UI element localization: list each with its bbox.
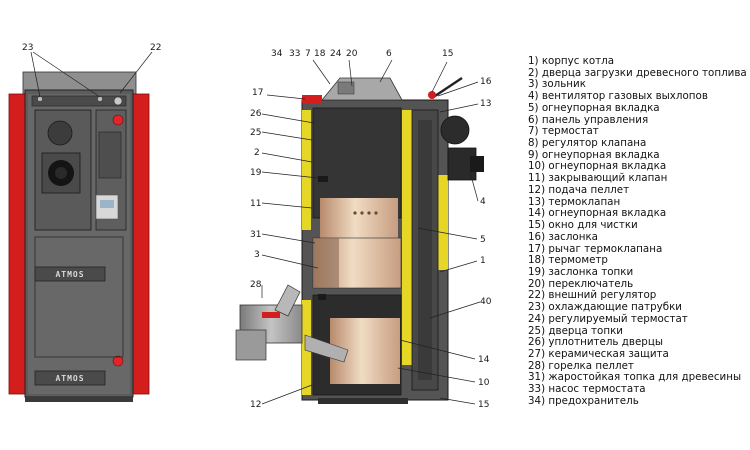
legend-item: 9) огнеупорная вкладка (528, 148, 660, 161)
front-control-strip (31, 95, 127, 107)
section-callout-15-bottom: 15 (478, 400, 489, 410)
section-burner-tube (304, 334, 349, 363)
section-callout-4: 4 (480, 197, 486, 207)
section-callout-19: 19 (250, 168, 262, 178)
section-callout-20: 20 (346, 49, 358, 59)
section-door-handle-lower-icon (318, 294, 326, 300)
front-cooling-pipe-icon (37, 96, 43, 102)
section-callout-7: 7 (305, 49, 311, 59)
legend-item: 7) термостат (528, 125, 599, 138)
section-callout-17: 17 (252, 88, 263, 98)
section-lever (431, 77, 463, 99)
legend-item: 31) жаростойкая топка для древесины (528, 371, 742, 384)
front-brand-plate-lower (34, 370, 106, 386)
legend-item: 34) предохранитель (528, 394, 639, 407)
legend-item: 2) дверца загрузки древесного топлива (528, 66, 747, 79)
section-pellet-chute (274, 284, 301, 317)
front-brand-label-upper: ATMOS (55, 270, 84, 279)
legend-item: 5) огнеупорная вкладка (528, 101, 660, 114)
section-callout-12: 12 (250, 400, 261, 410)
section-callout-5: 5 (480, 235, 486, 245)
section-callout-34: 34 (271, 49, 283, 59)
section-callout-3: 3 (254, 250, 260, 260)
front-sight-hole-icon (47, 120, 73, 146)
front-burner-port-inner-icon (55, 167, 67, 179)
section-ceramic-upper (320, 198, 398, 238)
front-red-panel-right (130, 93, 150, 395)
legend-item: 25) дверца топки (528, 324, 623, 337)
legend-item: 22) внешний регулятор (528, 289, 657, 302)
legend-item: 28) горелка пеллет (528, 359, 634, 372)
section-fan-motor-icon (470, 156, 484, 172)
section-callout-25: 25 (250, 128, 261, 138)
legend-item: 8) регулятор клапана (528, 137, 647, 150)
front-red-knob-icon (112, 114, 124, 126)
legend-item: 16) заслонка (528, 230, 598, 243)
section-callout-14: 14 (478, 355, 490, 365)
front-plinth (25, 397, 133, 402)
front-red-knob-lower-icon (112, 355, 124, 367)
legend-item: 20) переключатель (528, 277, 634, 290)
legend-item: 10) огнеупорная вкладка (528, 160, 667, 173)
section-insulation-right (438, 175, 448, 270)
section-base (318, 398, 408, 404)
legend-item: 1) корпус котла (528, 55, 615, 67)
section-callout-31: 31 (250, 230, 261, 240)
section-callout-2: 2 (254, 148, 260, 158)
section-callout-13: 13 (480, 99, 491, 109)
section-callout-1: 1 (480, 256, 486, 266)
section-callout-11: 11 (250, 199, 261, 209)
section-flue-icon (440, 115, 470, 145)
section-callout-10: 10 (478, 378, 490, 388)
legend-item: 19) заслонка топки (528, 265, 634, 278)
section-callout-33: 33 (289, 49, 300, 59)
front-lower-door (34, 236, 124, 358)
section-insulation-left-mid (302, 190, 311, 230)
section-callout-40: 40 (480, 297, 492, 307)
section-lever-knob-icon (428, 91, 436, 99)
section-insulation-inner (402, 110, 412, 365)
legend-item: 24) регулируемый термостат (528, 312, 688, 325)
front-cooling-pipe-icon (97, 96, 103, 102)
legend-item: 4) вентилятор газовых выхлопов (528, 90, 708, 103)
front-gauge-housing (98, 131, 122, 179)
section-callout-18: 18 (314, 49, 326, 59)
section-callout-24: 24 (330, 49, 342, 59)
legend-item: 3) зольник (528, 78, 586, 91)
legend-item: 33) насос термостата (528, 383, 646, 396)
legend-item: 14) огнеупорная вкладка (528, 207, 667, 220)
section-callout-28: 28 (250, 280, 262, 290)
front-knob-icon (113, 96, 123, 106)
section-view: 34 33 7 18 24 20 6 15 17 26 25 2 19 11 3… (235, 49, 492, 410)
section-red-cap (302, 95, 322, 103)
front-callout-22: 22 (150, 43, 161, 53)
front-callout-23: 23 (22, 43, 33, 53)
section-insulation-left-upper (302, 110, 311, 190)
legend-item: 15) окно для чистки (528, 219, 638, 232)
front-controller-display (100, 200, 114, 208)
front-brand-label-lower: ATMOS (55, 374, 84, 383)
legend-item: 11) закрывающий клапан (528, 172, 668, 185)
legend-item: 26) уплотнитель дверцы (528, 336, 663, 349)
front-red-panel-left (8, 93, 28, 395)
legend-item: 13) термоклапан (528, 195, 621, 208)
section-control-panel (321, 77, 403, 101)
legend-item: 27) керамическая защита (528, 347, 669, 360)
legend-item: 18) термометр (528, 254, 608, 267)
legend-item: 23) охлаждающие патрубки (528, 301, 682, 314)
section-callout-16: 16 (480, 77, 492, 87)
front-view: ATMOS ATMOS 23 22 (8, 43, 161, 402)
section-door-handle-icon (318, 176, 328, 182)
legend-item: 12) подача пеллет (528, 183, 630, 196)
section-callout-6: 6 (386, 49, 392, 59)
legend-item: 17) рычаг термоклапана (528, 242, 663, 255)
section-callout-26: 26 (250, 109, 262, 119)
legend-item: 6) панель управления (528, 113, 649, 126)
section-callout-15-top: 15 (442, 49, 453, 59)
